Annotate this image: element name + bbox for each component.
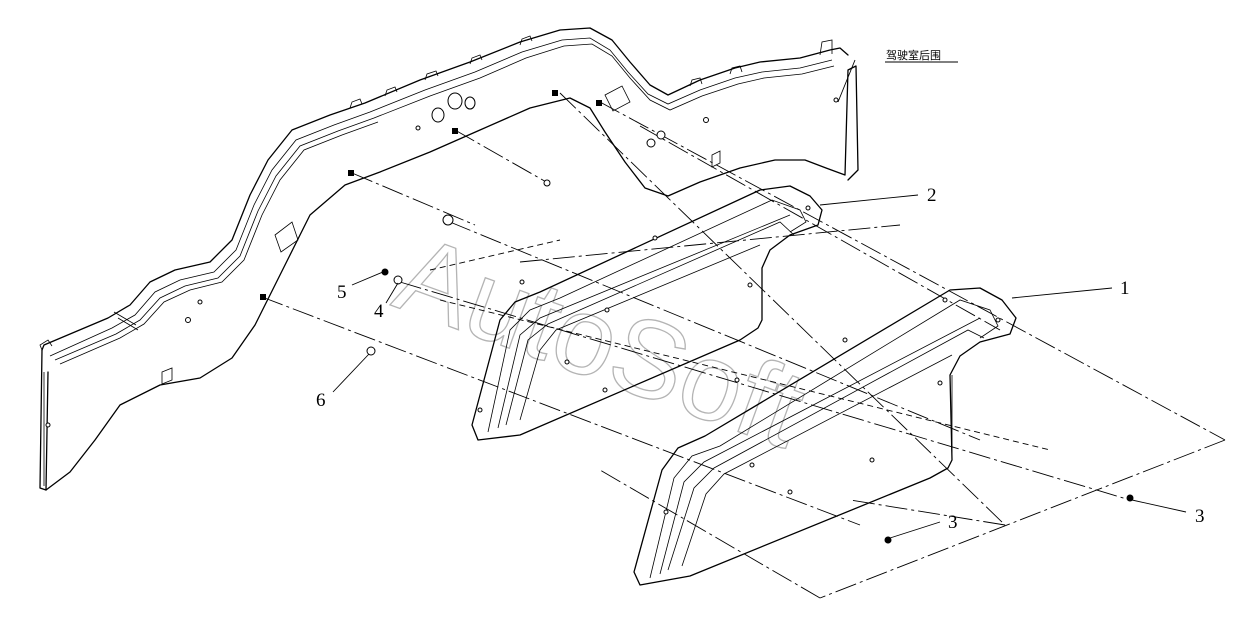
bracket-part-2	[471, 185, 823, 441]
callouts: 驾驶室后围 2 1 5 4 6 3 3	[316, 48, 1205, 539]
bracket-part-1	[633, 287, 1017, 586]
callout-3-lower: 3	[948, 512, 958, 533]
assembly-centerlines	[261, 92, 1226, 599]
callout-2: 2	[927, 185, 937, 206]
washer-icon	[442, 214, 454, 226]
callout-6: 6	[316, 390, 326, 411]
washer-icon	[646, 138, 656, 148]
washer-icon	[543, 179, 551, 187]
bolt-icon-5	[381, 268, 389, 276]
callout-4: 4	[374, 301, 384, 322]
nut-icon-3	[884, 536, 892, 544]
nut-icon-3	[1126, 494, 1134, 502]
fasteners	[366, 130, 1134, 544]
callout-3-right: 3	[1195, 506, 1205, 527]
callout-5: 5	[337, 282, 347, 303]
callout-1: 1	[1120, 278, 1130, 299]
rear-cab-panel	[39, 27, 859, 491]
flat-washer-icon-6	[366, 346, 376, 356]
part-label-rear-cab-panel: 驾驶室后围	[886, 48, 941, 62]
washer-icon	[656, 130, 666, 140]
spring-washer-icon-4	[393, 275, 403, 285]
